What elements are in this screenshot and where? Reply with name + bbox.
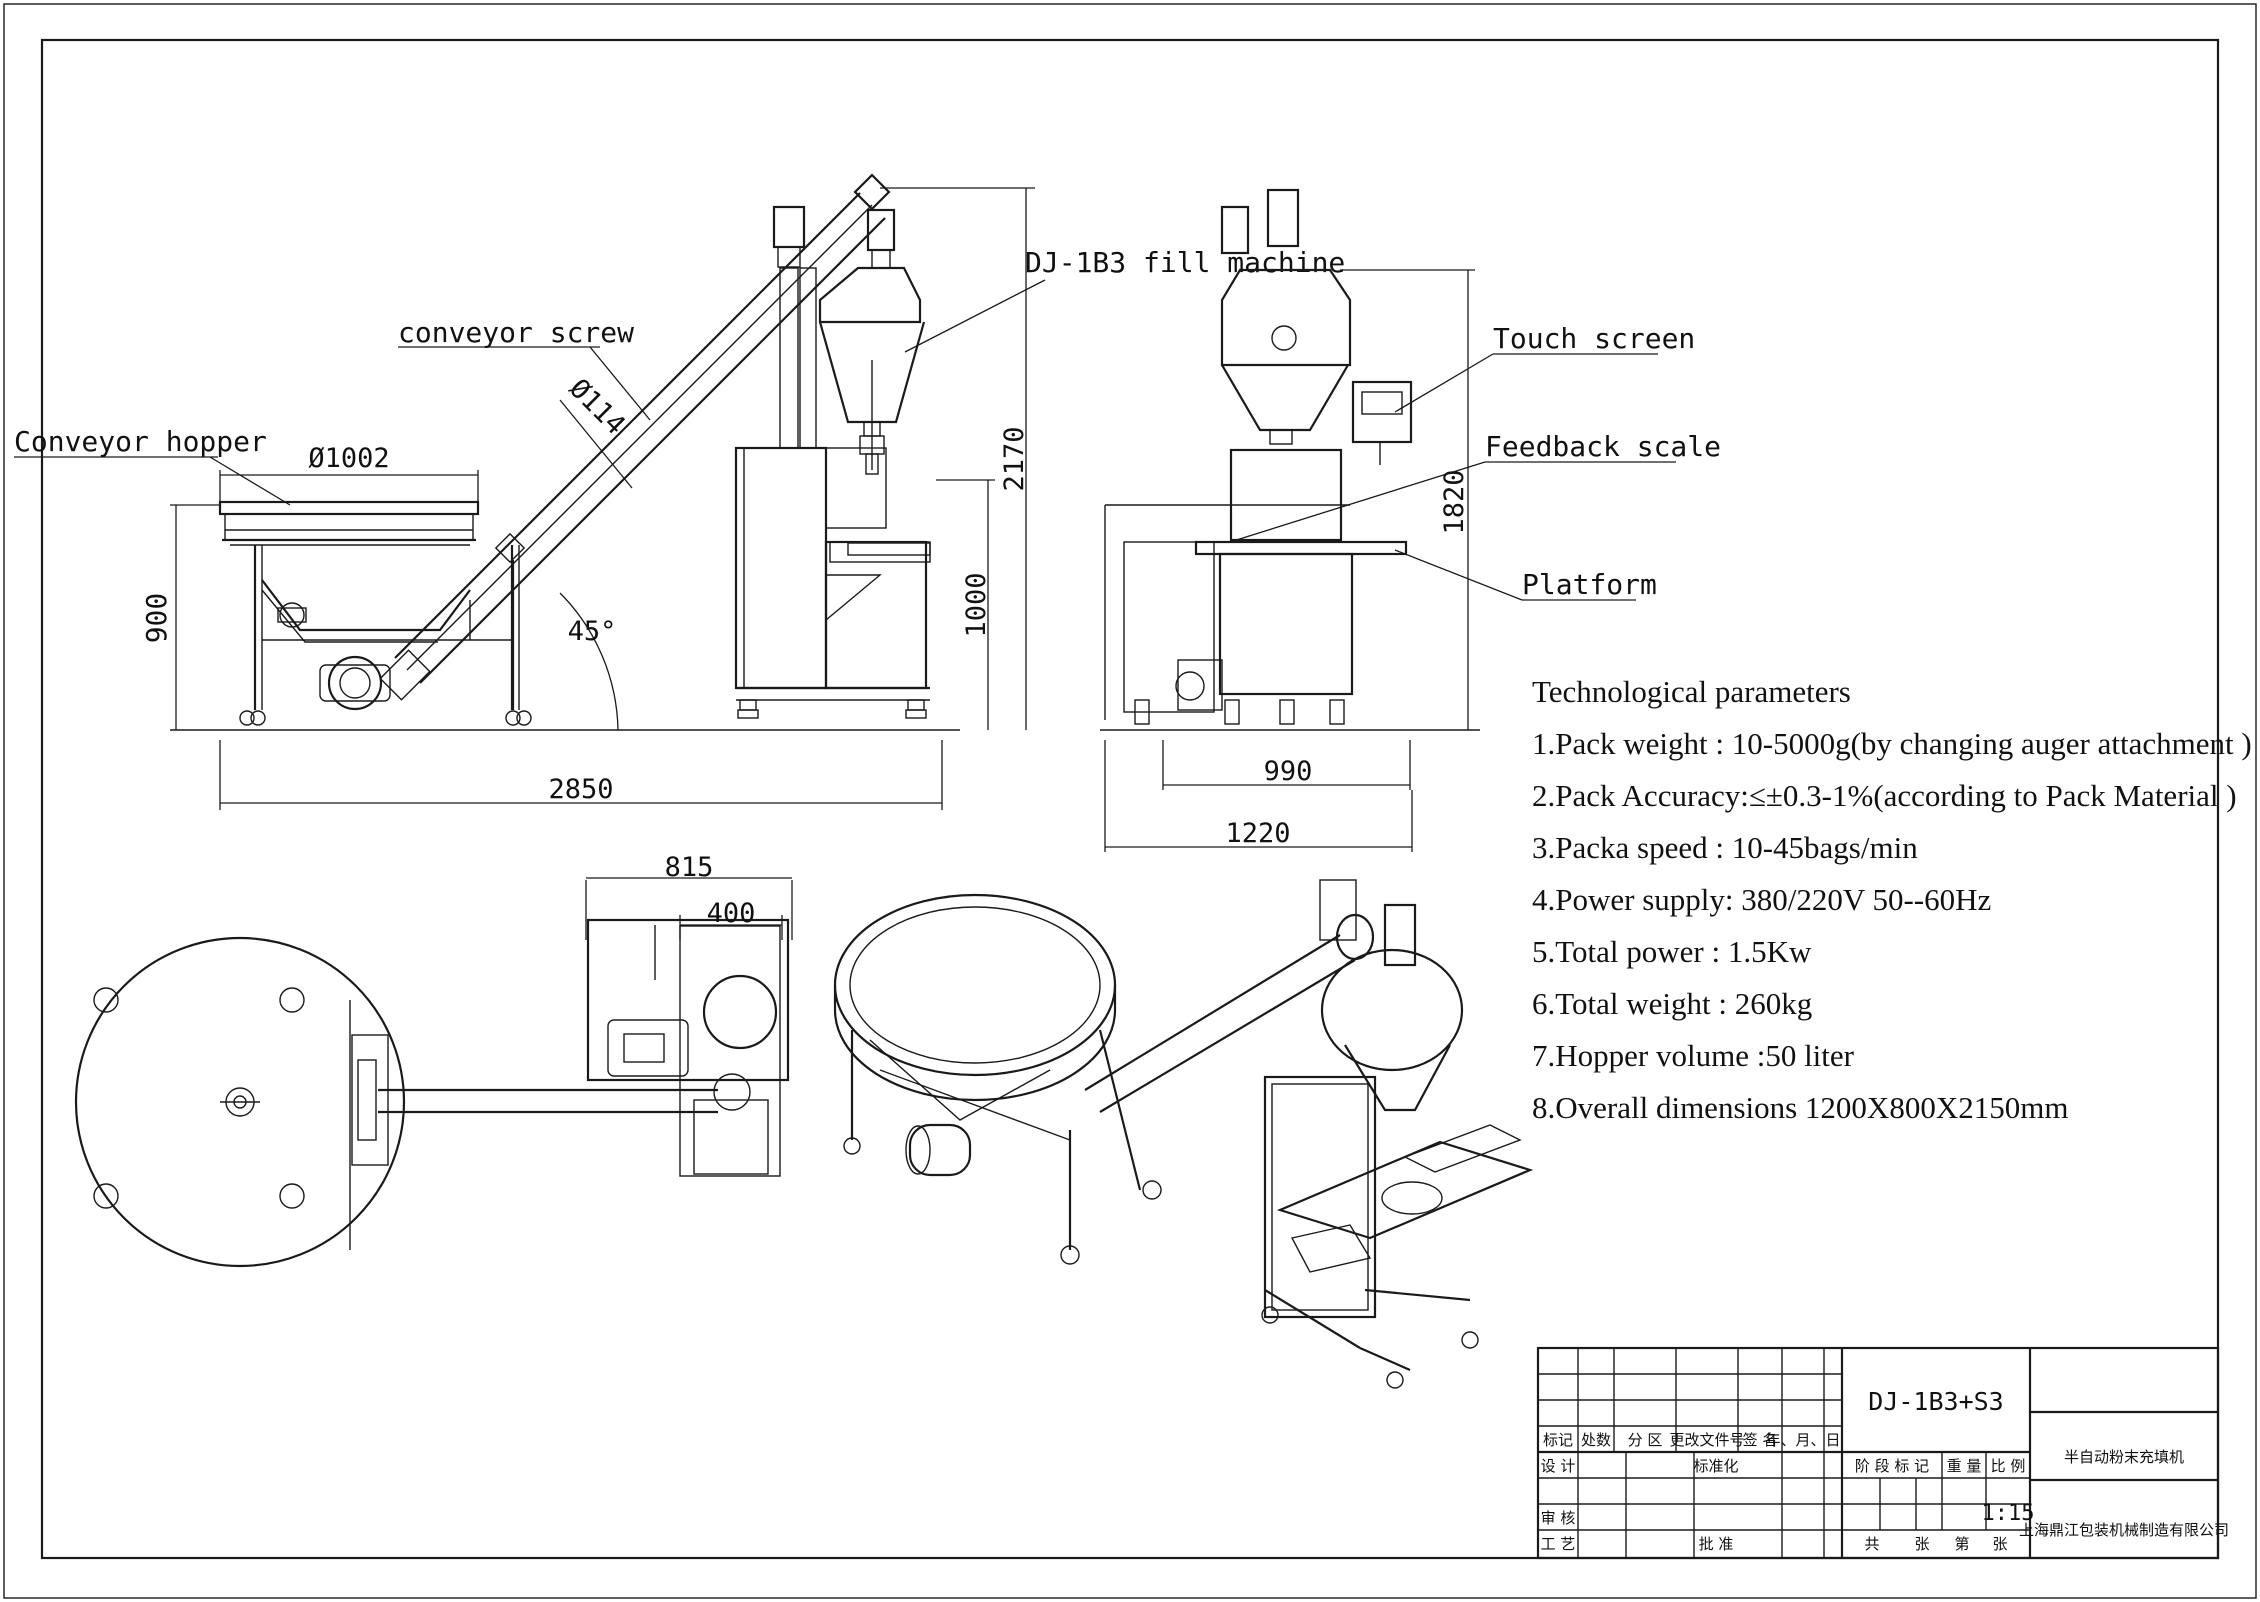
params-title: Technological parameters (1532, 674, 1851, 709)
dim-top-width-inner: 400 (707, 898, 756, 929)
label-platform: Platform (1522, 568, 1657, 601)
top-view (74, 918, 790, 1268)
tb-header: 标记 (1543, 1431, 1573, 1449)
dim-hopper-height: 900 (140, 593, 173, 644)
dim-total-length: 2850 (548, 774, 613, 805)
top-dimensions: 815 400 (585, 852, 793, 940)
dim-front-width-inner: 990 (1264, 756, 1313, 787)
tb-review: 审 核 (1541, 1509, 1576, 1527)
tb-sheet-no: 第 (1954, 1535, 1969, 1553)
param-item: 1.Pack weight : 10-5000g(by changing aug… (1532, 726, 2252, 761)
dim-front-width-outer: 1220 (1225, 818, 1290, 849)
touch-screen-drawing (1351, 380, 1413, 444)
tb-approve: 批 准 (1699, 1535, 1734, 1553)
tb-header: 更改文件号 (1669, 1431, 1744, 1449)
param-item: 5.Total power : 1.5Kw (1532, 934, 1812, 969)
param-item: 6.Total weight : 260kg (1532, 986, 1812, 1021)
label-fill-machine: DJ-1B3 fill machine (1025, 246, 1345, 279)
tb-design: 设 计 (1541, 1457, 1576, 1475)
tech-params: Technological parameters 1.Pack weight :… (1532, 674, 2252, 1125)
tb-scale: 1:15 (1982, 1501, 2035, 1526)
side-dimensions: 900 Ø1002 Ø114 45° 2170 1000 2850 (140, 187, 1035, 810)
param-item: 7.Hopper volume :50 liter (1532, 1038, 1855, 1073)
tb-header: 处数 (1581, 1431, 1611, 1449)
tb-ratio: 比 例 (1991, 1457, 2026, 1475)
title-block: DJ-1B3+S3 半自动粉末充填机 上海鼎江包装机械制造有限公司 1:15 标… (1536, 1346, 2229, 1560)
param-item: 3.Packa speed : 10-45bags/min (1532, 830, 1918, 865)
tb-weight: 重 量 (1947, 1457, 1982, 1475)
tb-name: 半自动粉末充填机 (2064, 1448, 2184, 1466)
conveyor-screw-drawing (394, 173, 891, 710)
tb-header: 分 区 (1628, 1431, 1663, 1449)
param-item: 2.Pack Accuracy:≤±0.3-1%(according to Pa… (1532, 778, 2237, 813)
label-touch-screen: Touch screen (1493, 322, 1695, 355)
tb-standardize: 标准化 (1693, 1457, 1738, 1475)
tb-header: 签 名 (1743, 1431, 1778, 1449)
inner-frame (40, 38, 2220, 1560)
conveyor-hopper-drawing (218, 500, 532, 726)
dim-top-width-outer: 815 (665, 852, 714, 883)
tb-stage-mark: 阶 段 标 记 (1855, 1457, 1929, 1475)
side-labels: DJ-1B3 fill machine conveyor screw Conve… (14, 246, 1345, 506)
label-feedback-scale: Feedback scale (1485, 430, 1721, 463)
tb-sheet-unit: 张 (1992, 1535, 2007, 1553)
fill-machine-side-drawing (734, 205, 931, 719)
label-conveyor-hopper: Conveyor hopper (14, 425, 267, 458)
isometric-view (833, 879, 1534, 1389)
dim-hopper-diameter: Ø1002 (308, 443, 389, 474)
tb-header: 年、月、日 (1765, 1431, 1840, 1449)
tb-company: 上海鼎江包装机械制造有限公司 (2019, 1521, 2229, 1539)
tb-process: 工 艺 (1541, 1535, 1576, 1553)
label-conveyor-screw: conveyor screw (398, 316, 634, 349)
tb-sheets: 张 (1914, 1535, 1929, 1553)
param-item: 4.Power supply: 380/220V 50--60Hz (1532, 882, 1991, 917)
dim-machine-height: 2170 (999, 426, 1030, 491)
front-dimensions: 1820 990 1220 Touch screen Feedback scal… (1104, 269, 1721, 852)
tb-model: DJ-1B3+S3 (1868, 1387, 2003, 1416)
param-item: 8.Overall dimensions 1200X800X2150mm (1532, 1090, 2068, 1125)
dim-platform-height: 1000 (961, 572, 992, 637)
dim-front-height: 1820 (1439, 469, 1470, 534)
tb-total: 共 (1864, 1535, 1879, 1553)
side-view (170, 173, 960, 731)
outer-frame (3, 3, 2257, 1599)
front-view (1100, 188, 1480, 731)
dim-angle: 45° (568, 616, 617, 647)
